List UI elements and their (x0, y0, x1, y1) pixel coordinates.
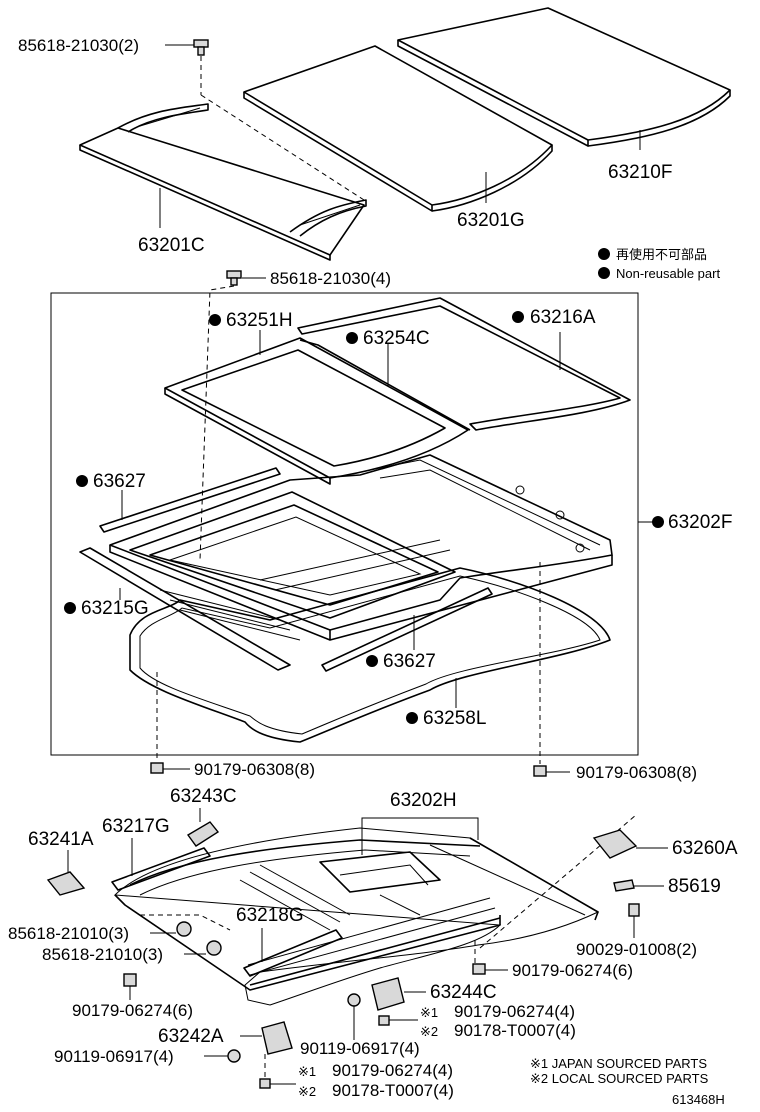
screw-icon (226, 270, 242, 286)
filled-circle-icon (366, 655, 378, 667)
bolt-icon (259, 1078, 271, 1089)
screw-icon (193, 39, 209, 56)
roof-housing-part (113, 827, 600, 1006)
guide-part (243, 929, 343, 977)
part-label-63210F[interactable]: 63210F (608, 162, 672, 183)
clip-icon (206, 940, 222, 956)
filled-circle-icon (209, 314, 221, 326)
part-label-90179-06274-4-a[interactable]: 90179-06274(4) (454, 1002, 575, 1021)
assembly-box-63202F (50, 292, 639, 756)
footnote-japan-sourced: ※1 JAPAN SOURCED PARTS (530, 1056, 707, 1071)
part-label-90029-01008[interactable]: 90029-01008(2) (576, 940, 697, 959)
bolt-icon (123, 973, 137, 987)
side-seal-part (79, 547, 291, 671)
part-label-63627-upper[interactable]: 63627 (93, 471, 146, 492)
part-label-63627-lower[interactable]: 63627 (383, 651, 436, 672)
part-label-85618-21010-b[interactable]: 85618-21010(3) (42, 945, 163, 964)
bracket-part (186, 821, 220, 847)
part-label-90179-06274-6-left[interactable]: 90179-06274(6) (72, 1001, 193, 1020)
glass-panel-part (243, 45, 553, 212)
rail-part (321, 587, 493, 672)
bolt-icon (533, 765, 547, 777)
part-label-90179-06274-6-right[interactable]: 90179-06274(6) (512, 961, 633, 980)
part-label-90119-06917-mid[interactable]: 90119-06917(4) (300, 1039, 420, 1058)
pad-part (613, 879, 635, 892)
motor-bracket-part (592, 829, 638, 859)
guide-part (111, 847, 211, 891)
part-label-85619[interactable]: 85619 (668, 876, 721, 897)
part-label-85618-21030-4[interactable]: 85618-21030(4) (270, 269, 391, 288)
part-label-63218G[interactable]: 63218G (236, 905, 304, 926)
part-label-63258L[interactable]: 63258L (423, 708, 486, 729)
weatherstrip-part (297, 297, 631, 431)
bracket-part (46, 871, 86, 896)
bolt-icon (628, 903, 640, 917)
part-label-63202H[interactable]: 63202H (390, 790, 457, 811)
part-label-63244C[interactable]: 63244C (430, 982, 497, 1003)
filled-circle-icon (598, 267, 610, 279)
part-label-63242A[interactable]: 63242A (158, 1026, 224, 1047)
ref-mark-2: ※2 (420, 1024, 438, 1039)
part-label-63215G[interactable]: 63215G (81, 598, 149, 619)
part-label-90179-06308-right[interactable]: 90179-06308(8) (576, 763, 697, 782)
filled-circle-icon (406, 712, 418, 724)
part-label-85618-21030-2[interactable]: 85618-21030(2) (18, 36, 139, 55)
housing-frame-part (109, 454, 613, 641)
legend-en-text: Non-reusable part (616, 266, 720, 281)
part-label-63254C[interactable]: 63254C (363, 328, 430, 349)
part-label-90179-06308-left[interactable]: 90179-06308(8) (194, 760, 315, 779)
part-label-90178-T0007-4-a[interactable]: 90178-T0007(4) (454, 1021, 576, 1040)
part-label-63201C[interactable]: 63201C (138, 235, 205, 256)
clip-icon (176, 921, 192, 937)
part-label-63202F[interactable]: 63202F (668, 512, 732, 533)
glass-frame-part (164, 337, 469, 485)
nut-icon (347, 993, 361, 1007)
filled-circle-icon (652, 516, 664, 528)
filled-circle-icon (76, 475, 88, 487)
rail-part (99, 467, 281, 533)
part-label-90178-T0007-4-b[interactable]: 90178-T0007(4) (332, 1081, 454, 1100)
bolt-icon (150, 762, 164, 774)
part-label-63216A[interactable]: 63216A (530, 307, 596, 328)
bracket-part (261, 1021, 293, 1055)
bolt-icon (378, 1015, 390, 1026)
bracket-part (371, 977, 405, 1011)
filled-circle-icon (512, 311, 524, 323)
ref-mark-1: ※1 (420, 1005, 438, 1020)
part-label-90119-06917-left[interactable]: 90119-06917(4) (54, 1047, 174, 1066)
filled-circle-icon (64, 602, 76, 614)
diagram-code: 613468H (672, 1092, 725, 1107)
part-label-63260A[interactable]: 63260A (672, 838, 738, 859)
ref-mark-2-bottom: ※2 (298, 1084, 316, 1099)
part-label-90179-06274-4-b[interactable]: 90179-06274(4) (332, 1061, 453, 1080)
nut-icon (227, 1049, 241, 1063)
part-label-63243C[interactable]: 63243C (170, 786, 237, 807)
ref-mark-1-bottom: ※1 (298, 1064, 316, 1079)
drain-seal-part (129, 567, 611, 743)
part-label-63201G[interactable]: 63201G (457, 210, 525, 231)
footnote-local-sourced: ※2 LOCAL SOURCED PARTS (530, 1071, 709, 1086)
filled-circle-icon (598, 248, 610, 260)
part-label-63241A[interactable]: 63241A (28, 829, 94, 850)
legend-jp-text: 再使用不可部品 (616, 247, 707, 262)
part-label-85618-21010-a[interactable]: 85618-21010(3) (8, 924, 129, 943)
bolt-icon (472, 963, 486, 975)
sunshade-part (79, 103, 367, 261)
part-label-63251H[interactable]: 63251H (226, 310, 293, 331)
outer-glass-part (397, 7, 731, 147)
part-label-63217G[interactable]: 63217G (102, 816, 170, 837)
filled-circle-icon (346, 332, 358, 344)
